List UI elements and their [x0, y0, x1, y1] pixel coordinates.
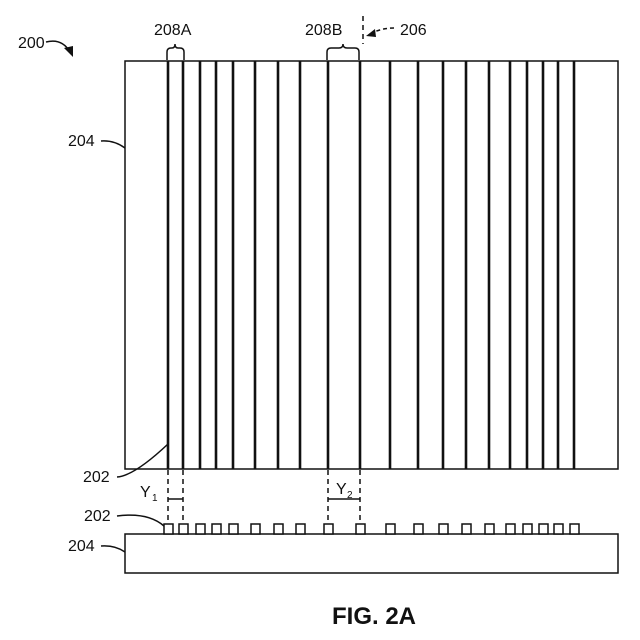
wire-bump [229, 524, 238, 534]
label-208b: 208B [305, 22, 342, 39]
label-206: 206 [400, 22, 427, 39]
wire-bump [554, 524, 563, 534]
wire-bump [296, 524, 305, 534]
label-y2: Y [336, 481, 347, 498]
bracket-208a [167, 44, 184, 60]
label-202-bottom: 202 [84, 508, 111, 525]
wire-bump [386, 524, 395, 534]
wire-bump [485, 524, 494, 534]
label-206-arrowhead [366, 29, 376, 37]
label-204-bottom: 204 [68, 538, 95, 555]
wire-bump [164, 524, 173, 534]
label-y2-sub: 2 [347, 490, 353, 501]
label-208a: 208A [154, 22, 192, 39]
wire-bump [439, 524, 448, 534]
wire-bump [356, 524, 365, 534]
label-200: 200 [18, 35, 45, 52]
wire-bump [179, 524, 188, 534]
wire-bump [506, 524, 515, 534]
figure-caption: FIG. 2A [332, 603, 416, 630]
top-view-wires [168, 61, 574, 469]
bracket-208b [327, 44, 359, 60]
cross-section-substrate [125, 534, 618, 573]
label-200-arrowhead [64, 46, 73, 57]
label-y1: Y [140, 484, 151, 501]
label-202-top: 202 [83, 469, 110, 486]
wire-bump [212, 524, 221, 534]
label-204-bottom-leader [101, 546, 125, 552]
wire-bump [414, 524, 423, 534]
wire-bump [324, 524, 333, 534]
wire-bump [274, 524, 283, 534]
wire-bump [196, 524, 205, 534]
cross-section-wires [164, 524, 579, 534]
label-202-bottom-leader [117, 515, 164, 526]
wire-bump [462, 524, 471, 534]
label-204-top: 204 [68, 133, 95, 150]
label-204-top-leader [101, 141, 125, 148]
label-y1-sub: 1 [152, 493, 158, 504]
projection-y1 [168, 470, 183, 523]
wire-bump [539, 524, 548, 534]
wire-bump [570, 524, 579, 534]
wire-bump [251, 524, 260, 534]
wire-bump [523, 524, 532, 534]
